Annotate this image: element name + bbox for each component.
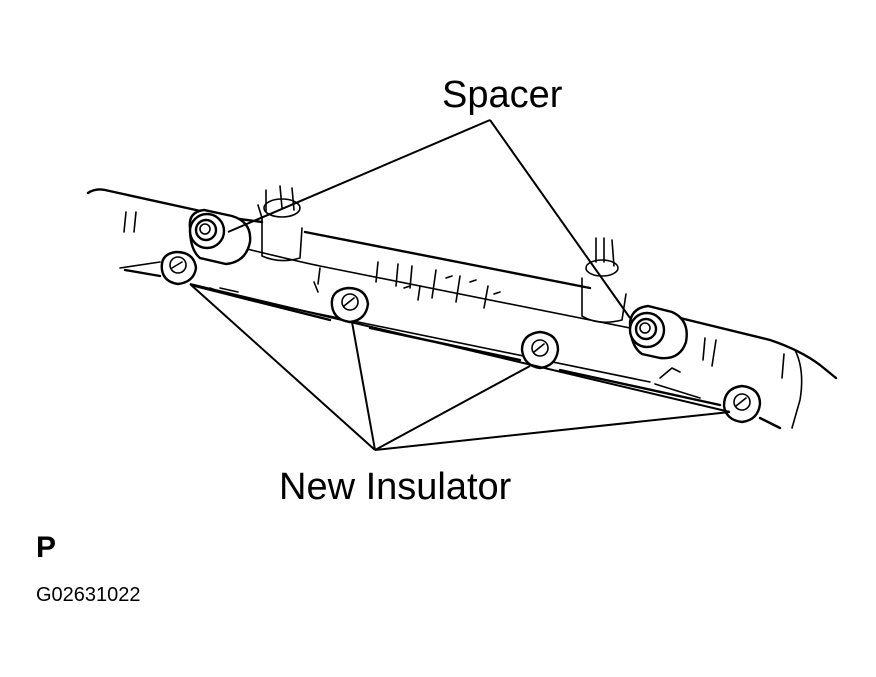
spacer-icon xyxy=(188,208,688,360)
insulator-1 xyxy=(160,250,198,286)
mounting-boss-right xyxy=(581,237,627,324)
spacer-label: Spacer xyxy=(442,74,563,116)
spacer-left xyxy=(188,208,252,266)
insulator-icon xyxy=(160,250,762,424)
insulator-leader-lines xyxy=(189,283,731,451)
view-letter: P xyxy=(36,531,56,564)
figure-code: G02631022 xyxy=(36,584,141,606)
spacer-right xyxy=(628,304,688,360)
spacer-leader-lines xyxy=(227,119,631,319)
insulator-4 xyxy=(722,384,762,424)
mounting-boss-left xyxy=(257,185,303,262)
new-insulator-label: New Insulator xyxy=(279,466,512,508)
insulator-3 xyxy=(520,330,560,370)
insulator-2 xyxy=(330,286,370,324)
